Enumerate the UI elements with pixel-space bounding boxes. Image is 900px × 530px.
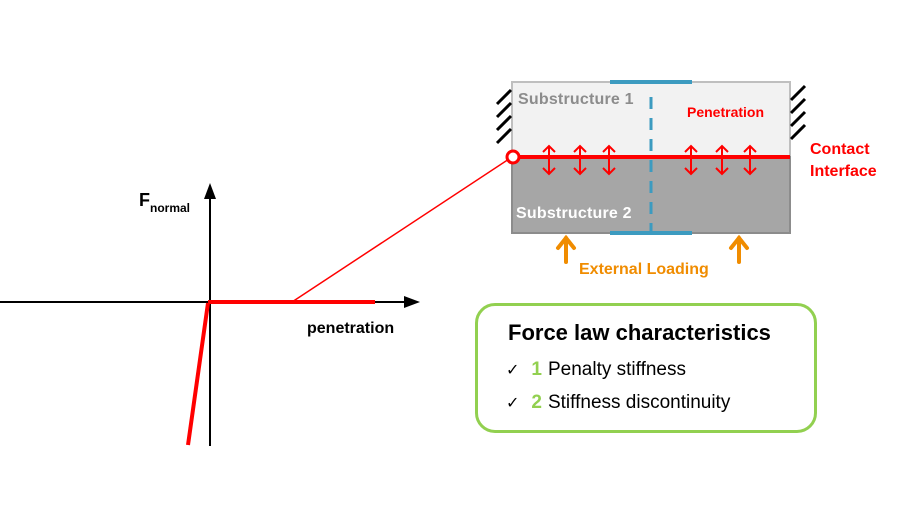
leader-line: [291, 156, 513, 303]
item-number: 1: [531, 359, 542, 380]
double-arrow-icon: [715, 144, 729, 176]
y-axis-label-sub: normal: [150, 201, 191, 215]
external-loading-arrow-left-icon: [556, 234, 576, 264]
x-axis-label: penetration: [307, 320, 395, 337]
item-number: 2: [531, 392, 542, 413]
item-text: Stiffness discontinuity: [547, 392, 731, 413]
force-law-title: Force law characteristics: [508, 320, 771, 345]
penalty-stiffness-line: [186, 302, 210, 446]
double-arrow-icon: [542, 144, 556, 176]
y-axis-arrowhead-icon: [204, 183, 216, 199]
contact-force-arrows: [542, 144, 757, 176]
double-arrow-icon: [684, 144, 698, 176]
x-axis-arrowhead-icon: [404, 296, 420, 308]
checkmark-icon: ✓: [506, 393, 520, 412]
y-axis-label: Fnormal: [139, 190, 190, 215]
double-arrow-icon: [573, 144, 587, 176]
checkmark-icon: ✓: [506, 360, 520, 379]
fixed-support-left-icon: [495, 88, 513, 145]
contact-interface-label-line2: Interface: [810, 163, 877, 180]
contact-interface-label-line1: Contact: [810, 141, 870, 158]
double-arrow-icon: [743, 144, 757, 176]
item-text: Penalty stiffness: [547, 359, 686, 380]
contact-point-marker: [505, 149, 521, 165]
substructure-2-label: Substructure 2: [516, 205, 632, 222]
fixed-support-right-icon: [789, 84, 807, 141]
contact-interface-label: Contact Interface: [810, 139, 877, 183]
y-axis-label-main: F: [139, 190, 150, 210]
penetration-label: Penetration: [687, 104, 765, 120]
external-loading-arrow-right-icon: [729, 234, 749, 264]
external-loading-label: External Loading: [579, 261, 709, 278]
substructure-1-label: Substructure 1: [518, 91, 634, 108]
double-arrow-icon: [602, 144, 616, 176]
